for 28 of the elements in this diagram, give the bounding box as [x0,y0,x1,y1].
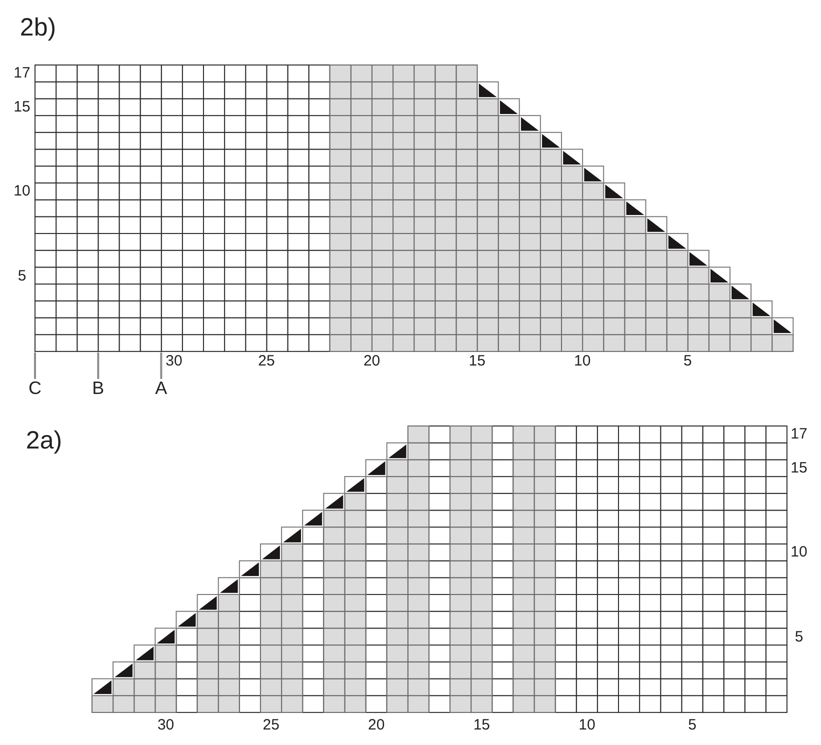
column-number: 25 [262,718,280,732]
column-number: 10 [574,354,591,368]
column-number: 30 [166,354,182,368]
column-number: 30 [157,718,174,732]
row-number: 5 [18,268,26,284]
column-number: 10 [578,718,596,732]
chart-heading: 2a) [26,428,62,454]
column-number: 5 [684,354,692,368]
leader-line [160,352,162,379]
row-number: 17 [790,426,808,442]
row-number: 15 [14,100,30,115]
column-number: 20 [363,354,380,368]
row-number: 17 [14,66,30,81]
row-number: 15 [790,460,808,476]
marker-letter: A [155,379,168,397]
column-number: 15 [468,354,486,368]
row-number: 5 [794,629,804,644]
row-number: 10 [790,544,808,560]
marker-letter: B [92,379,104,397]
column-number: 15 [473,718,490,732]
leader-line [97,352,100,379]
row-number: 10 [14,184,30,199]
column-number: 5 [688,718,696,732]
column-number: 25 [258,354,275,368]
chart-heading: 2b) [20,16,56,40]
column-number: 20 [368,718,385,732]
leader-line [34,352,36,379]
marker-letter: C [28,379,42,397]
